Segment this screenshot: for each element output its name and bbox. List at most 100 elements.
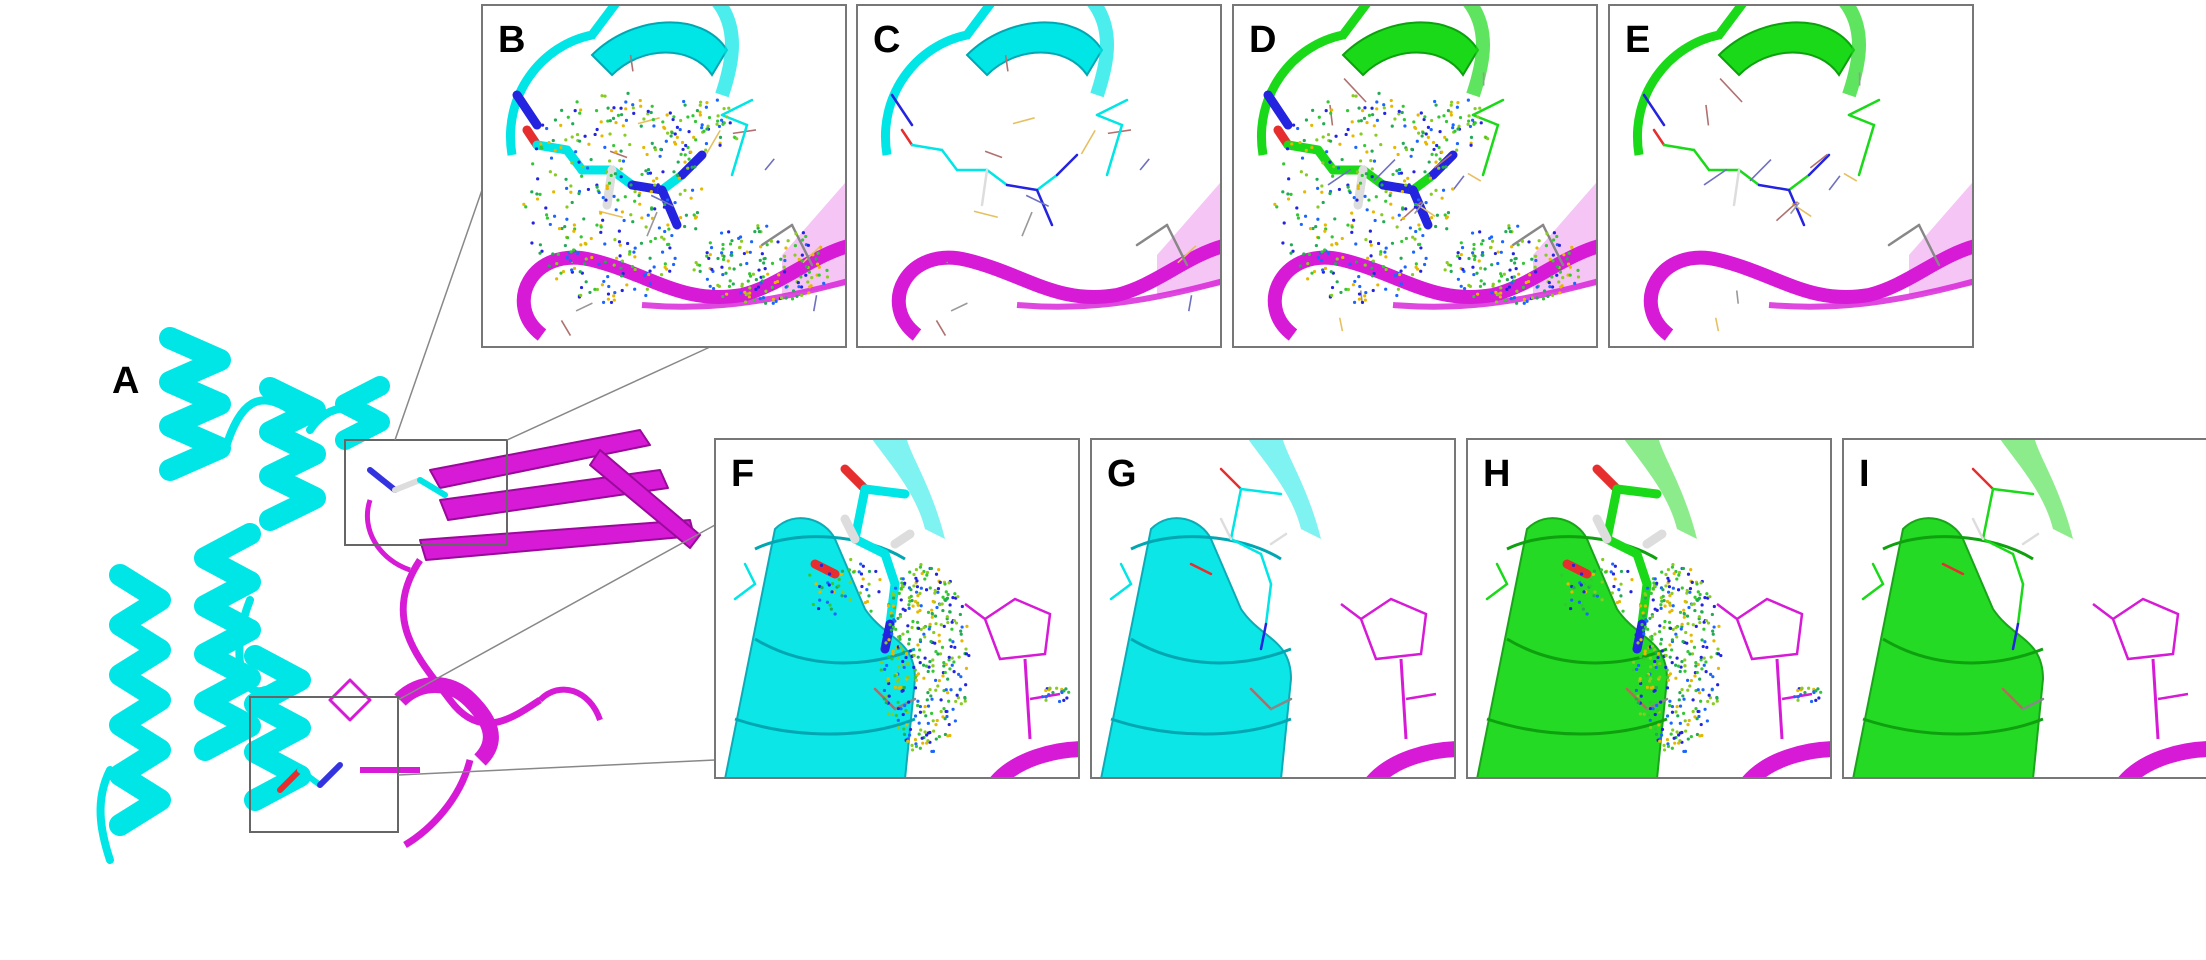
contact-dot: [1478, 230, 1482, 234]
contact-dot: [1364, 291, 1368, 295]
contact-dot: [1323, 248, 1327, 252]
helix-ribbon: [1341, 21, 1480, 77]
contact-dot: [737, 245, 742, 250]
contact-dot: [908, 570, 912, 574]
contact-dot: [1511, 252, 1515, 256]
contact-dot: [571, 122, 575, 126]
contact-dot: [1792, 695, 1797, 699]
panel-label-h: H: [1483, 453, 1510, 495]
contact-dot: [919, 604, 923, 608]
contact-dot: [1666, 590, 1671, 594]
helix-turn: [1130, 637, 1292, 665]
contact-dot: [1707, 693, 1711, 697]
contact-dot: [910, 598, 914, 603]
contact-dot: [956, 696, 961, 700]
contact-dot: [1434, 103, 1438, 107]
background-bond: [1789, 202, 1800, 215]
contact-dot: [1697, 714, 1701, 719]
contact-dot: [797, 285, 801, 289]
contact-dot: [757, 268, 761, 272]
contact-dot: [1427, 160, 1431, 164]
contact-dot: [1515, 289, 1519, 293]
contact-dot: [942, 664, 946, 668]
contact-dot: [934, 737, 938, 741]
contact-dot: [1695, 732, 1700, 737]
contact-dot: [1044, 695, 1048, 699]
contact-dot: [1634, 697, 1638, 701]
contact-dot: [793, 253, 797, 257]
contact-dot: [1062, 698, 1066, 702]
contact-dot: [791, 289, 796, 293]
contact-dot: [890, 712, 894, 716]
contact-dot: [1488, 236, 1492, 240]
contact-dot: [615, 256, 619, 260]
helix-strand: [506, 5, 621, 156]
contact-dot: [1715, 696, 1719, 700]
contact-dot: [934, 649, 938, 654]
residue-bond: [1981, 487, 1995, 541]
contact-dot: [1681, 639, 1685, 644]
contact-dot: [828, 603, 832, 607]
contact-dot: [548, 170, 552, 174]
contact-dot: [1375, 100, 1379, 104]
contact-dot: [902, 686, 906, 690]
contact-dot: [1490, 291, 1494, 295]
contact-dot: [904, 652, 909, 656]
contact-dot: [1375, 107, 1379, 111]
contact-dot: [1467, 114, 1471, 118]
contact-dot: [1665, 714, 1670, 718]
background-bond: [1187, 295, 1193, 312]
contact-dot: [1626, 569, 1630, 574]
contact-dot: [1370, 149, 1374, 153]
contact-dot: [721, 247, 725, 251]
contact-dot: [840, 594, 844, 598]
contact-dot: [1581, 607, 1585, 611]
contact-dot: [1658, 624, 1662, 628]
contact-dot: [1299, 222, 1303, 227]
contact-dot: [922, 676, 926, 680]
contact-dot: [1461, 267, 1465, 272]
contact-dot: [799, 275, 803, 279]
contact-dot: [1522, 297, 1527, 301]
contact-dot: [612, 106, 616, 110]
contact-dot: [939, 623, 943, 627]
contact-dot: [609, 173, 613, 178]
contact-dot: [1712, 625, 1716, 629]
contact-dot: [1636, 701, 1640, 705]
contact-dot: [919, 728, 923, 732]
contact-dot: [901, 577, 905, 581]
contact-dot: [1641, 611, 1645, 615]
contact-dot: [578, 270, 582, 274]
residue-bond: [1757, 183, 1791, 192]
contact-dot: [1330, 243, 1334, 247]
contact-dot: [1422, 117, 1426, 122]
contact-dot: [1600, 598, 1604, 602]
contact-dot: [1350, 225, 1354, 229]
contact-dot: [1819, 690, 1823, 694]
contact-dot: [1689, 735, 1693, 739]
contact-dot: [620, 210, 625, 214]
background-bond: [1025, 194, 1050, 208]
contact-dot: [947, 655, 951, 659]
contact-dot: [1515, 301, 1519, 305]
residue-bond: [1602, 484, 1622, 544]
contact-dot: [1413, 205, 1418, 209]
contact-dot: [1520, 239, 1525, 243]
contact-dot: [801, 231, 805, 235]
contact-dot: [1639, 638, 1643, 642]
contact-dot: [1680, 730, 1684, 735]
contact-dot: [1365, 208, 1369, 212]
contact-dot: [1689, 633, 1693, 637]
contact-dot: [1705, 592, 1709, 596]
contact-dot: [620, 288, 624, 293]
contact-dot: [1711, 632, 1715, 636]
contact-dot: [606, 297, 611, 301]
contact-dot: [1642, 657, 1646, 661]
contact-dot: [890, 632, 894, 636]
contact-dot: [1393, 273, 1398, 278]
contact-dot: [565, 205, 569, 209]
contact-dot: [1611, 572, 1616, 576]
contact-dot: [603, 145, 607, 149]
contact-dot: [1665, 668, 1669, 672]
